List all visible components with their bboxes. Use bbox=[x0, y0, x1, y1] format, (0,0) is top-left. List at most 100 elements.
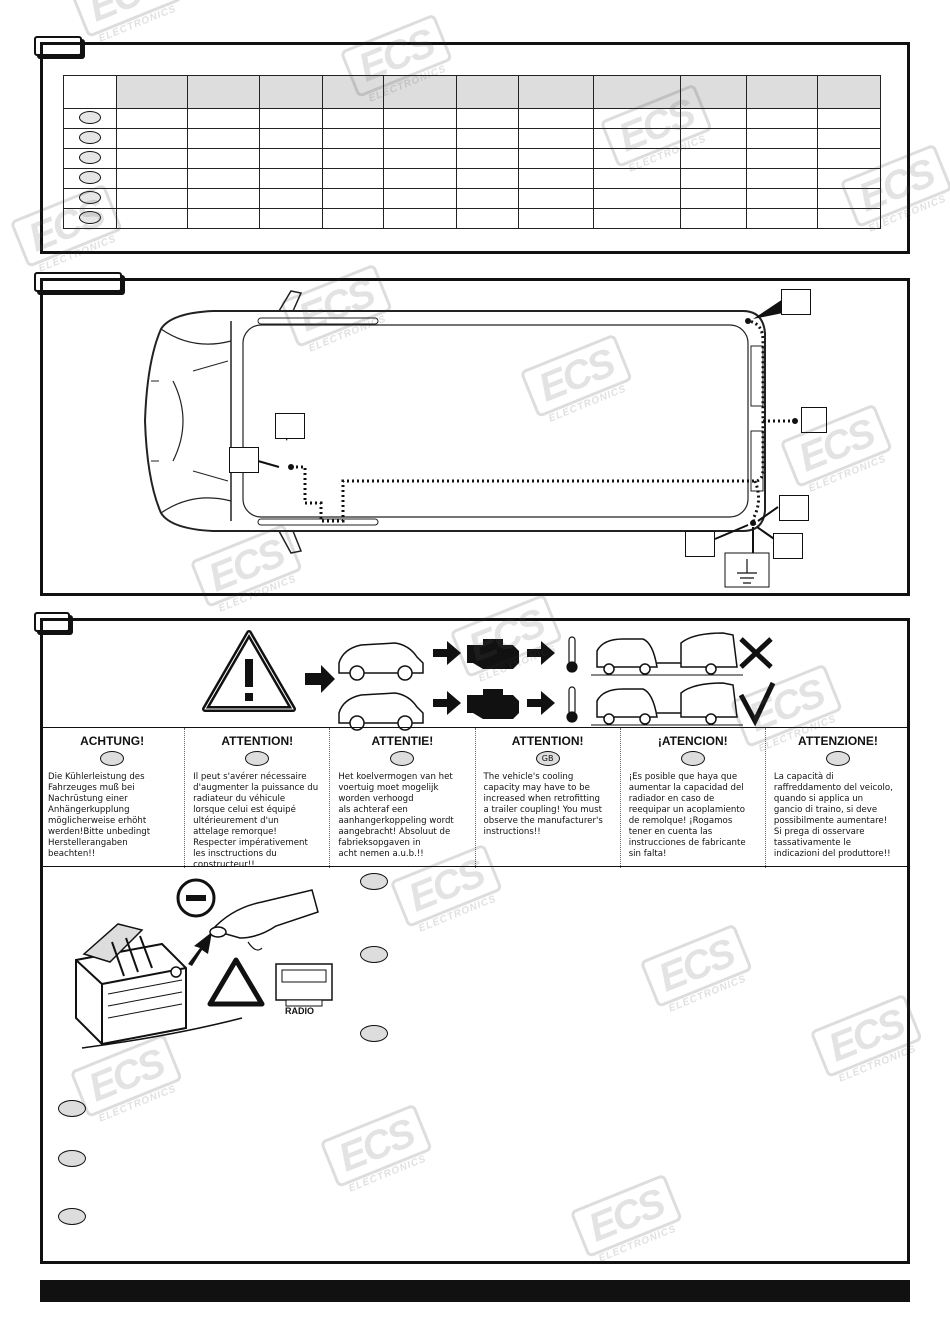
step-oval-5 bbox=[58, 1150, 86, 1167]
section2-tab bbox=[34, 272, 122, 292]
table-cell bbox=[322, 148, 384, 169]
table-cell bbox=[455, 208, 520, 229]
table-header-cell bbox=[518, 75, 594, 109]
radio-label: RADIO bbox=[285, 1006, 314, 1016]
step-oval-6 bbox=[58, 1208, 86, 1225]
section1-frame bbox=[40, 42, 910, 254]
table-cell bbox=[746, 148, 819, 169]
warning-text: Il peut s'avérer nécessaire d'augmenter … bbox=[193, 772, 319, 870]
lang-badge bbox=[390, 751, 415, 766]
table-header-row bbox=[63, 75, 881, 109]
table-cell bbox=[746, 128, 819, 149]
pin-oval bbox=[78, 211, 101, 224]
table-cell bbox=[455, 108, 520, 129]
table-cell bbox=[186, 128, 261, 149]
table-cell bbox=[518, 108, 594, 129]
warning-text: Het koelvermogen van het voertuig moet m… bbox=[338, 772, 454, 859]
table-cell bbox=[259, 128, 324, 149]
table-cell bbox=[746, 108, 819, 129]
lang-badge bbox=[680, 751, 705, 766]
table-header-cell bbox=[817, 75, 881, 109]
table-row bbox=[63, 168, 881, 189]
warning-text: La capacità di raffreddamento del veicol… bbox=[773, 772, 893, 859]
table-cell bbox=[455, 148, 520, 169]
step-oval-3 bbox=[360, 1025, 388, 1042]
table-header-cell bbox=[186, 75, 261, 109]
warning-title: ¡ATENCION! bbox=[657, 734, 728, 748]
lang-badge bbox=[100, 751, 125, 766]
table-cell bbox=[518, 148, 594, 169]
table-cell bbox=[322, 128, 384, 149]
table-cell bbox=[679, 188, 748, 209]
warning-fr: ATTENTION! Il peut s'avérer nécessaire d… bbox=[185, 728, 331, 870]
table-cell bbox=[746, 188, 819, 209]
table-row bbox=[63, 188, 881, 209]
table-cell bbox=[817, 208, 881, 229]
table-cell bbox=[518, 208, 594, 229]
pin-oval bbox=[78, 171, 101, 184]
pin-oval bbox=[78, 111, 101, 124]
table-cell bbox=[518, 188, 594, 209]
table-header-cell bbox=[382, 75, 457, 109]
table-header-cell bbox=[322, 75, 384, 109]
table-header-cell bbox=[259, 75, 324, 109]
table-cell bbox=[382, 148, 457, 169]
warning-divider-bottom bbox=[40, 866, 910, 867]
table-row bbox=[63, 148, 881, 169]
van-topview-diagram bbox=[143, 290, 798, 588]
table-cell bbox=[63, 188, 117, 209]
table-header-cell bbox=[115, 75, 188, 109]
table-cell bbox=[679, 208, 748, 229]
cooling-warning-illustration bbox=[202, 630, 776, 731]
table-cell bbox=[382, 208, 457, 229]
pin-oval bbox=[78, 151, 101, 164]
table-header-cell bbox=[746, 75, 819, 109]
table-cell bbox=[63, 108, 117, 129]
pin-oval bbox=[78, 131, 101, 144]
label-box-7 bbox=[773, 533, 803, 559]
table-cell bbox=[382, 188, 457, 209]
lang-badge bbox=[825, 751, 850, 766]
table-cell bbox=[382, 168, 457, 189]
warning-nl: ATTENTIE! Het koelvermogen van het voert… bbox=[330, 728, 476, 868]
table-cell bbox=[746, 208, 819, 229]
table-cell bbox=[382, 108, 457, 129]
table-header-cell bbox=[63, 75, 117, 109]
warning-text: Die Kühlerleistung des Fahrzeuges muß be… bbox=[48, 772, 151, 859]
table-cell bbox=[115, 128, 188, 149]
section2-frame bbox=[40, 278, 910, 596]
label-box-5 bbox=[779, 495, 809, 521]
warning-gb: ATTENTION! GB The vehicle's cooling capa… bbox=[476, 728, 621, 868]
section1-tab bbox=[34, 36, 82, 56]
table-cell bbox=[322, 208, 384, 229]
table-cell bbox=[186, 108, 261, 129]
table-cell bbox=[115, 168, 188, 189]
table-cell bbox=[322, 168, 384, 189]
table-cell bbox=[679, 168, 748, 189]
warning-text: ¡Es posible que haya que aumentar la cap… bbox=[628, 772, 746, 859]
table-cell bbox=[259, 208, 324, 229]
warning-title: ATTENTION! bbox=[221, 734, 294, 748]
section3-frame bbox=[40, 618, 910, 1264]
pin-oval bbox=[78, 191, 101, 204]
table-row bbox=[63, 108, 881, 129]
warning-title: ATTENTIE! bbox=[371, 734, 434, 748]
table-cell bbox=[186, 208, 261, 229]
warning-it: ATTENZIONE! La capacità di raffreddament… bbox=[766, 728, 910, 868]
warning-de: ACHTUNG! Die Kühlerleistung des Fahrzeug… bbox=[40, 728, 186, 868]
table-header-cell bbox=[593, 75, 681, 109]
table-row bbox=[63, 208, 881, 229]
lang-badge bbox=[245, 751, 270, 766]
table-cell bbox=[63, 148, 117, 169]
table-cell bbox=[63, 168, 117, 189]
table-cell bbox=[817, 108, 881, 129]
table-cell bbox=[518, 168, 594, 189]
table-cell bbox=[817, 148, 881, 169]
label-box-2 bbox=[229, 447, 259, 473]
table-cell bbox=[186, 148, 261, 169]
table-cell bbox=[382, 128, 457, 149]
step-oval-1 bbox=[360, 873, 388, 890]
table-cell bbox=[455, 168, 520, 189]
table-row bbox=[63, 128, 881, 149]
table-cell bbox=[817, 128, 881, 149]
